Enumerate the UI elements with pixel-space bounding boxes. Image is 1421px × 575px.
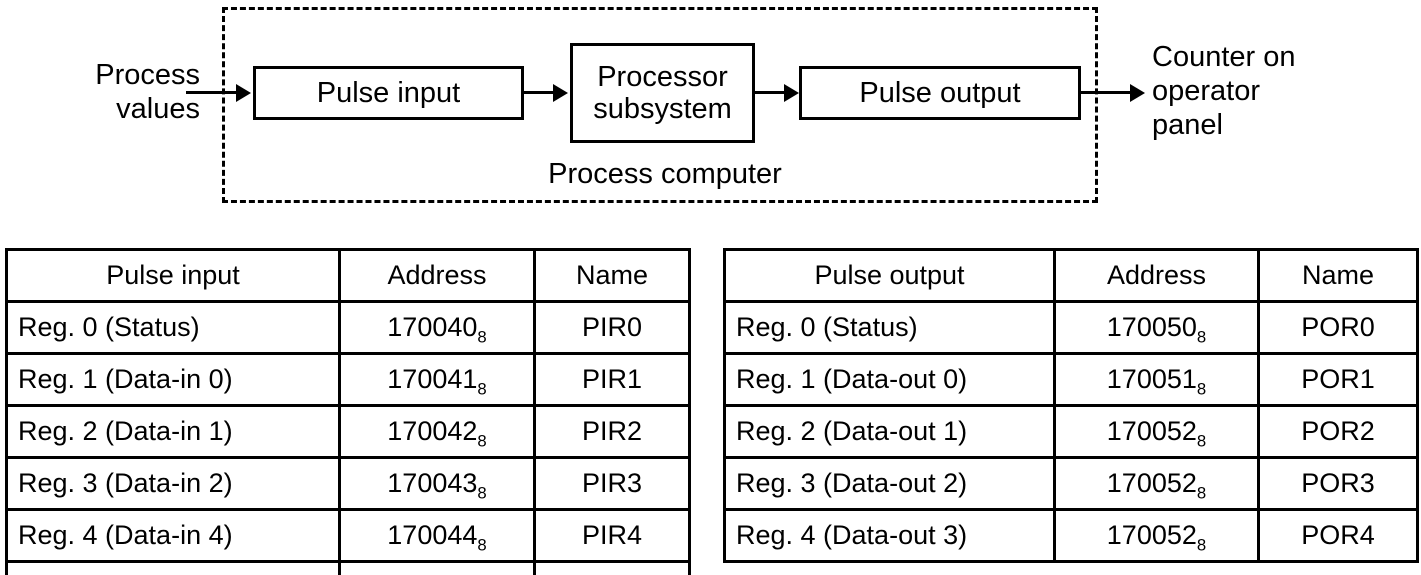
octal-base-subscript: 8: [1196, 535, 1207, 555]
cell-address: 1700408: [338, 560, 536, 575]
cell-address: 1700528: [1053, 508, 1260, 563]
pulse-input-register-table: Pulse input Address Name Reg. 0 (Status)…: [5, 248, 691, 575]
cell-register-name: PIR0: [533, 560, 691, 575]
cell-address: 1700428: [338, 404, 536, 459]
octal-base-subscript: 8: [477, 483, 487, 503]
arrow-pulse-output-to-counter-line: [1081, 91, 1131, 94]
cell-register-name: PIR2: [533, 404, 691, 459]
cell-address: 1700418: [338, 352, 536, 407]
octal-base-subscript: 8: [477, 431, 487, 451]
octal-base-subscript: 8: [477, 327, 487, 347]
cell-register-name: POR2: [1257, 404, 1419, 459]
column-header-register: Pulse input: [5, 248, 341, 303]
block-diagram: Process values Pulse input Processor sub…: [0, 0, 1421, 232]
process-computer-boundary: [222, 7, 1098, 203]
cell-register-name: PIR1: [533, 352, 691, 407]
cell-register-name: PIR4: [533, 508, 691, 563]
octal-base-subscript: 8: [1196, 483, 1207, 503]
block-pulse-output: Pulse output: [799, 66, 1081, 120]
cell-register-description: Reg. 1 (Data-out 0): [723, 352, 1056, 407]
pulse-output-register-table: Pulse output Address Name Reg. 0 (Status…: [723, 248, 1419, 563]
column-header-name: Name: [1257, 248, 1419, 303]
cell-register-name: POR1: [1257, 352, 1419, 407]
arrow-pulse-input-to-processor-line: [524, 91, 554, 94]
column-header-address: Address: [338, 248, 536, 303]
arrow-processor-to-pulse-output-line: [755, 91, 785, 94]
cell-register-description: Reg. 0 (Status): [5, 300, 341, 355]
octal-base-subscript: 8: [1196, 327, 1207, 347]
column-header-name: Name: [533, 248, 691, 303]
cell-address: 1700438: [338, 456, 536, 511]
cell-register-name: PIR3: [533, 456, 691, 511]
cell-address: 1700518: [1053, 352, 1260, 407]
cell-register-description: Reg. 2 (Data-in 1): [5, 404, 341, 459]
counter-on-operator-panel-label: Counter on operator panel: [1152, 41, 1296, 141]
octal-base-subscript: 8: [1196, 379, 1207, 399]
arrow-process-values-to-pulse-input-line: [186, 91, 238, 94]
table-header-row: Pulse input Address Name: [5, 248, 691, 303]
cell-register-description: Reg. 3 (Data-out 2): [723, 456, 1056, 511]
cell-register-description: Reg. 2 (Data-out 1): [723, 404, 1056, 459]
arrow-pulse-output-to-counter-head: [1130, 84, 1145, 102]
block-pulse-input: Pulse input: [253, 66, 524, 120]
cell-address: 1700408: [338, 300, 536, 355]
cell-register-description: Reg. 1 (Data-in 0): [5, 352, 341, 407]
octal-base-subscript: 8: [1196, 431, 1207, 451]
cell-address: 1700528: [1053, 404, 1260, 459]
cell-address: 1700448: [338, 508, 536, 563]
process-values-label: Process values: [95, 59, 200, 125]
cell-register-description: Reg. 0 (Status): [5, 560, 341, 575]
octal-base-subscript: 8: [477, 535, 487, 555]
cell-register-name: PIR0: [533, 300, 691, 355]
process-computer-label: Process computer: [548, 158, 782, 190]
cell-register-name: POR3: [1257, 456, 1419, 511]
table-header-row: Pulse output Address Name: [723, 248, 1419, 303]
cell-register-description: Reg. 4 (Data-out 3): [723, 508, 1056, 563]
cell-register-name: POR0: [1257, 300, 1419, 355]
arrow-process-values-to-pulse-input-head: [236, 84, 251, 102]
column-header-register: Pulse output: [723, 248, 1056, 303]
cell-register-name: POR4: [1257, 508, 1419, 563]
cell-register-description: Reg. 0 (Status): [723, 300, 1056, 355]
cell-register-description: Reg. 4 (Data-in 4): [5, 508, 341, 563]
cell-address: 1700508: [1053, 300, 1260, 355]
arrow-processor-to-pulse-output-head: [784, 84, 799, 102]
cell-address: 1700528: [1053, 456, 1260, 511]
arrow-pulse-input-to-processor-head: [553, 84, 568, 102]
block-processor-subsystem: Processor subsystem: [570, 43, 755, 143]
octal-base-subscript: 8: [477, 379, 487, 399]
cell-register-description: Reg. 3 (Data-in 2): [5, 456, 341, 511]
column-header-address: Address: [1053, 248, 1260, 303]
